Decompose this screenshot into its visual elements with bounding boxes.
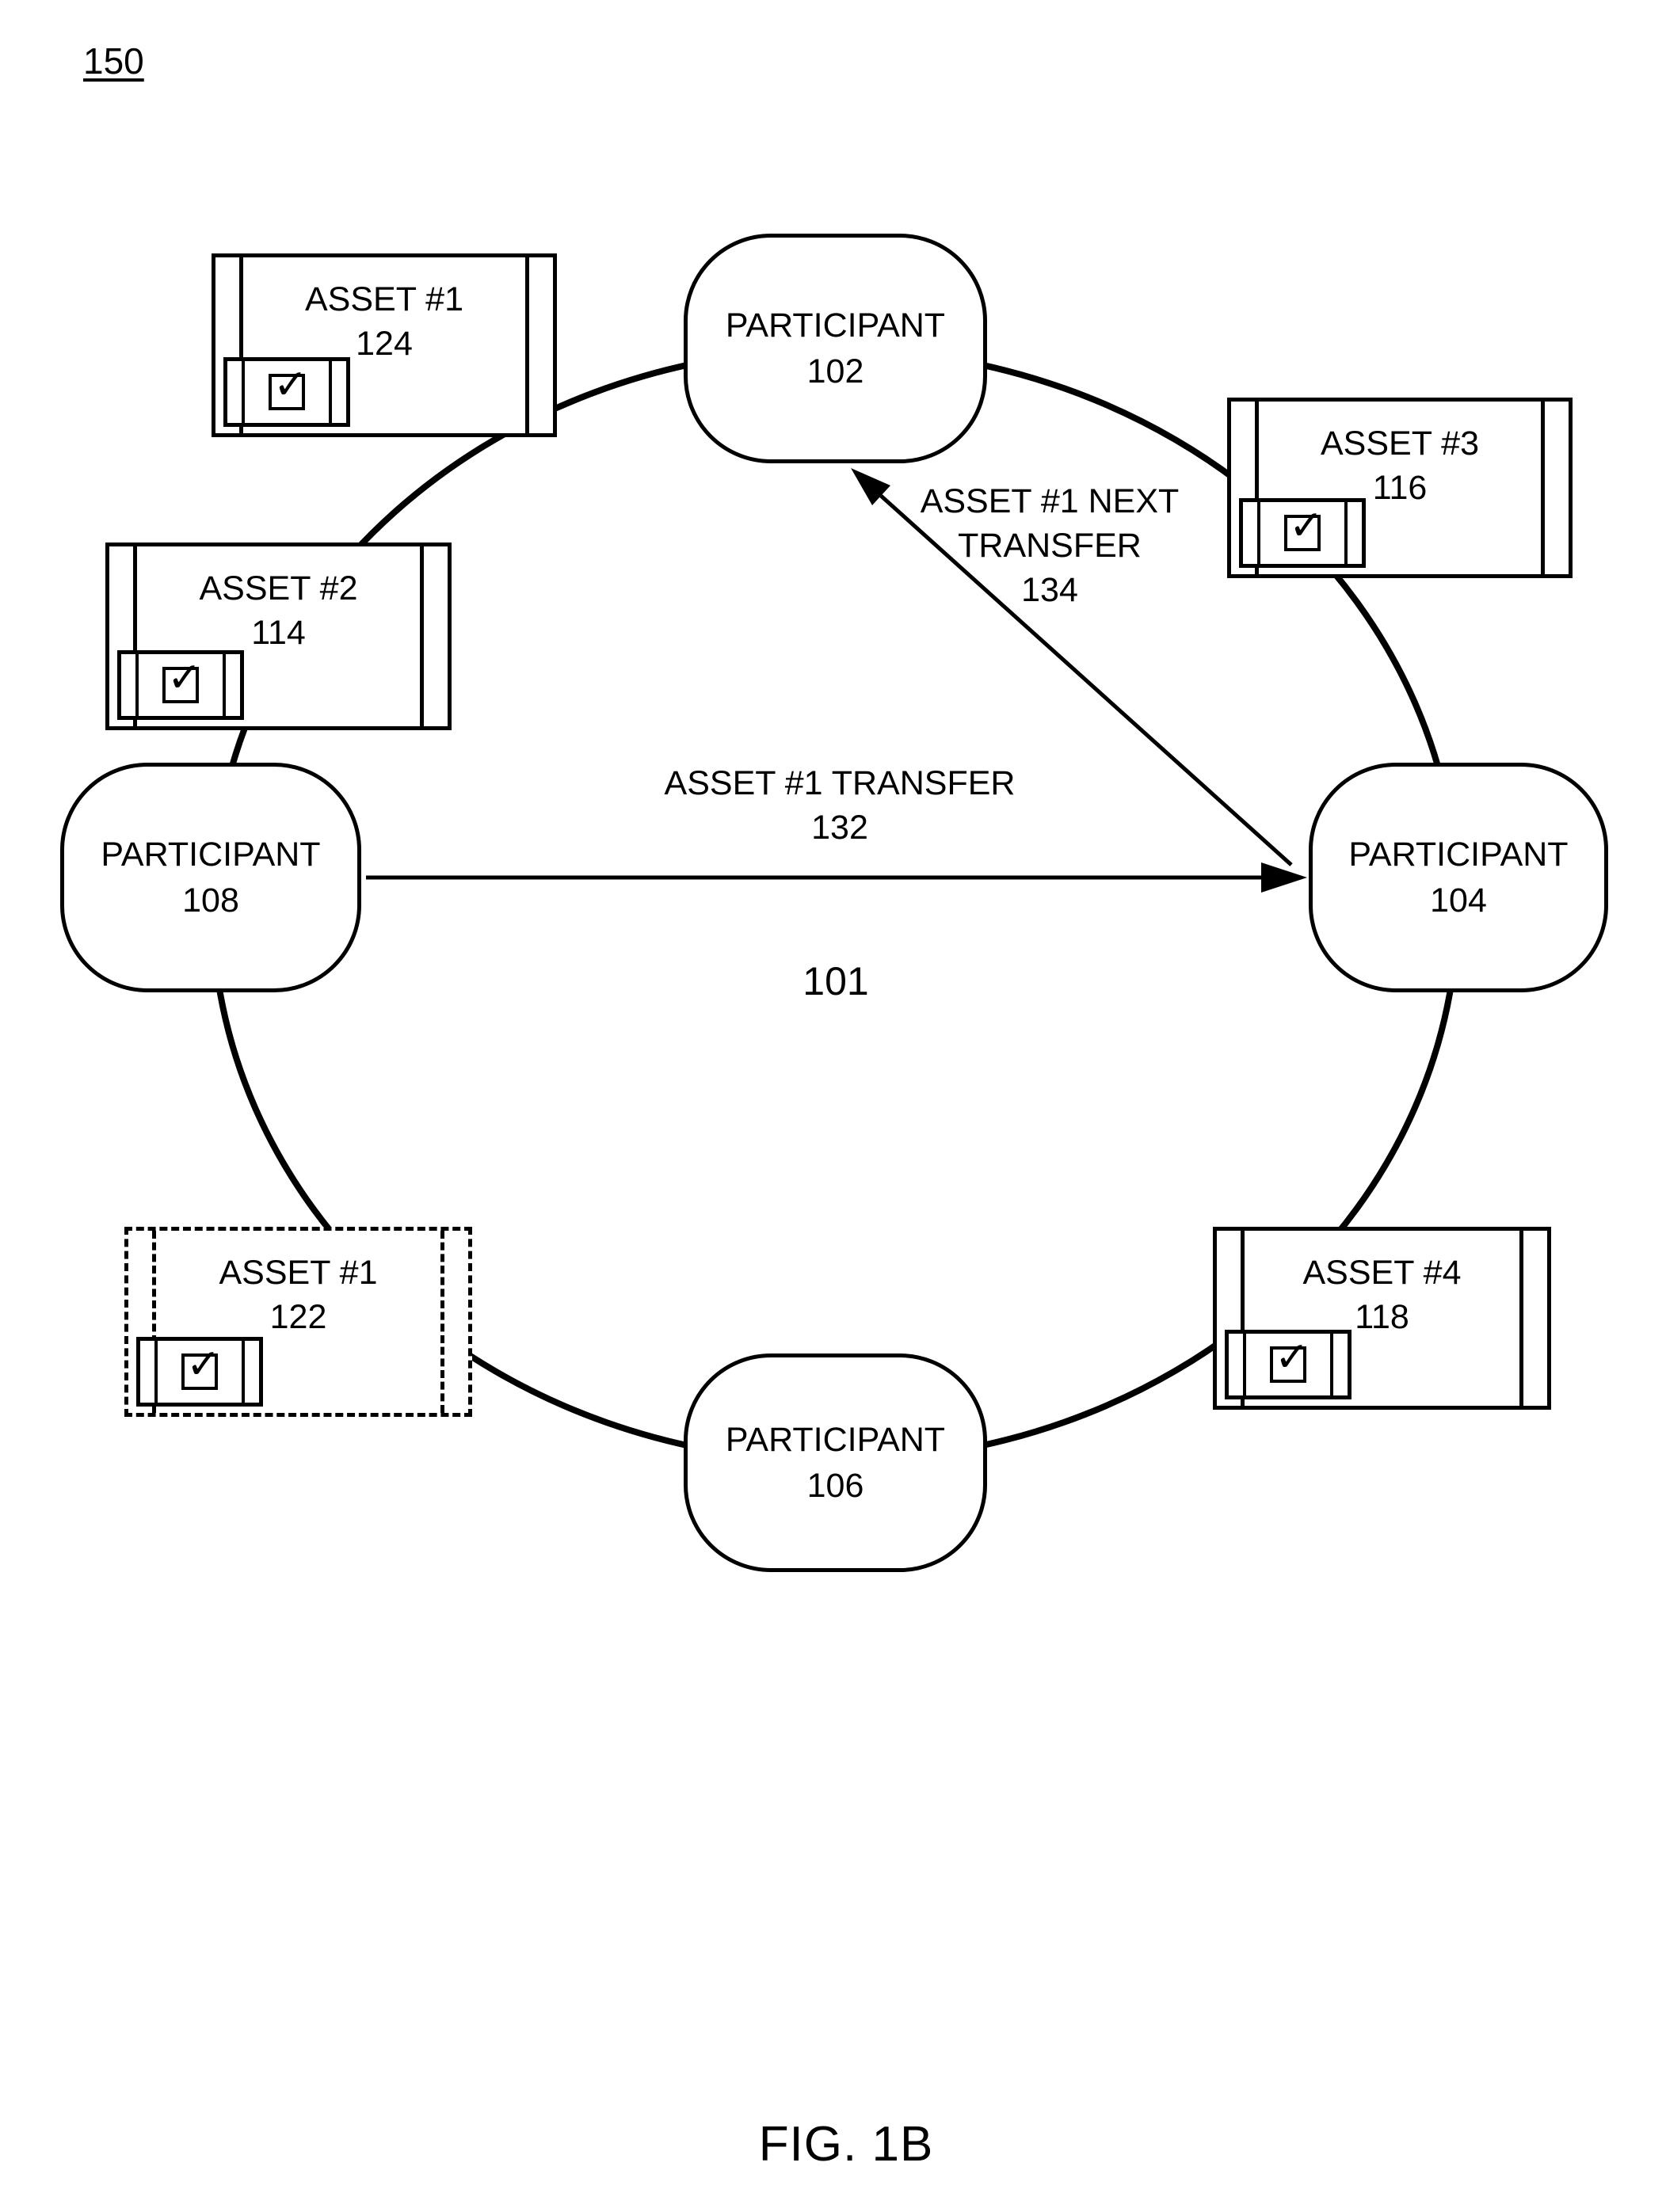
- badge-left-band: [154, 1341, 158, 1403]
- check-mark-icon: ✓: [1289, 502, 1324, 550]
- asset-name: ASSET #2: [199, 569, 358, 607]
- checkbox-icon: ✓: [1284, 505, 1324, 551]
- badge-left-band: [1257, 502, 1260, 564]
- participant-number: 104: [1430, 881, 1487, 919]
- transfer-label-132: ASSET #1 TRANSFER 132: [634, 762, 1046, 851]
- badge-right-band: [329, 361, 332, 423]
- checkbox-badge: ✓: [117, 650, 244, 720]
- asset-right-band: [1541, 402, 1545, 574]
- participant-node-102: PARTICIPANT 102: [684, 234, 987, 463]
- asset-box-116: ASSET #3 116 ✓: [1227, 398, 1573, 578]
- asset-name: ASSET #1: [305, 280, 463, 318]
- checkbox-badge: ✓: [1239, 498, 1366, 568]
- asset-right-band: [420, 546, 424, 726]
- checkbox-badge: ✓: [136, 1337, 263, 1407]
- asset-number: 118: [1355, 1297, 1409, 1336]
- transfer-label-line: 134: [1021, 570, 1078, 609]
- badge-left-band: [242, 361, 245, 423]
- badge-right-band: [223, 654, 226, 716]
- asset-box-114: ASSET #2 114 ✓: [105, 543, 452, 730]
- participant-number: 102: [806, 352, 864, 390]
- checkbox-icon: ✓: [162, 657, 202, 703]
- transfer-label-line: ASSET #1 TRANSFER: [664, 764, 1016, 802]
- transfer-arrow-134-head: [851, 468, 890, 505]
- asset-left-band: [1255, 402, 1259, 574]
- transfer-arrow-132-head: [1261, 862, 1307, 893]
- asset-right-band: [440, 1231, 444, 1413]
- transfer-label-line: ASSET #1 NEXT: [920, 482, 1180, 520]
- asset-right-band: [1519, 1231, 1523, 1406]
- check-mark-icon: ✓: [167, 654, 202, 702]
- asset-number: 114: [251, 613, 306, 652]
- transfer-label-134: ASSET #1 NEXT TRANSFER 134: [871, 480, 1228, 613]
- participant-node-104: PARTICIPANT 104: [1309, 763, 1608, 992]
- check-mark-icon: ✓: [186, 1341, 221, 1388]
- asset-right-band: [525, 257, 529, 433]
- participant-number: 106: [806, 1467, 864, 1505]
- asset-number: 116: [1372, 468, 1428, 507]
- participant-node-106: PARTICIPANT 106: [684, 1353, 987, 1572]
- participant-number: 108: [182, 881, 239, 919]
- badge-right-band: [242, 1341, 245, 1403]
- checkbox-icon: ✓: [269, 364, 308, 410]
- asset-left-band: [239, 257, 243, 433]
- checkbox-icon: ✓: [181, 1344, 221, 1390]
- figure-caption: FIG. 1B: [758, 2117, 934, 2172]
- check-mark-icon: ✓: [273, 361, 308, 409]
- figure-ref-label: 150: [83, 40, 144, 82]
- asset-name: ASSET #3: [1321, 425, 1479, 463]
- participant-name: PARTICIPANT: [725, 1420, 946, 1459]
- check-mark-icon: ✓: [1275, 1334, 1310, 1381]
- asset-left-band: [133, 546, 137, 726]
- asset-box-124: ASSET #1 124 ✓: [212, 253, 557, 437]
- transfer-label-line: 132: [811, 808, 868, 847]
- badge-left-band: [135, 654, 139, 716]
- checkbox-badge: ✓: [1225, 1330, 1351, 1399]
- asset-name: ASSET #4: [1302, 1254, 1462, 1292]
- badge-right-band: [1344, 502, 1348, 564]
- transfer-label-line: TRANSFER: [958, 526, 1142, 565]
- participant-name: PARTICIPANT: [725, 306, 946, 345]
- asset-number: 124: [356, 324, 413, 363]
- asset-box-118: ASSET #4 118 ✓: [1213, 1227, 1551, 1410]
- checkbox-badge: ✓: [223, 357, 350, 427]
- transfer-arrow-134: [879, 494, 1293, 866]
- asset-number: 122: [269, 1297, 327, 1336]
- network-ref-label: 101: [803, 959, 869, 1003]
- asset-left-band: [1241, 1231, 1245, 1406]
- participant-node-108: PARTICIPANT 108: [60, 763, 361, 992]
- participant-name: PARTICIPANT: [1348, 835, 1569, 874]
- asset-box-122: ASSET #1 122 ✓: [124, 1227, 472, 1417]
- participant-name: PARTICIPANT: [101, 835, 321, 874]
- badge-right-band: [1330, 1334, 1333, 1395]
- badge-left-band: [1243, 1334, 1246, 1395]
- asset-name: ASSET #1: [219, 1254, 378, 1292]
- asset-left-band: [152, 1231, 156, 1413]
- checkbox-icon: ✓: [1270, 1337, 1310, 1383]
